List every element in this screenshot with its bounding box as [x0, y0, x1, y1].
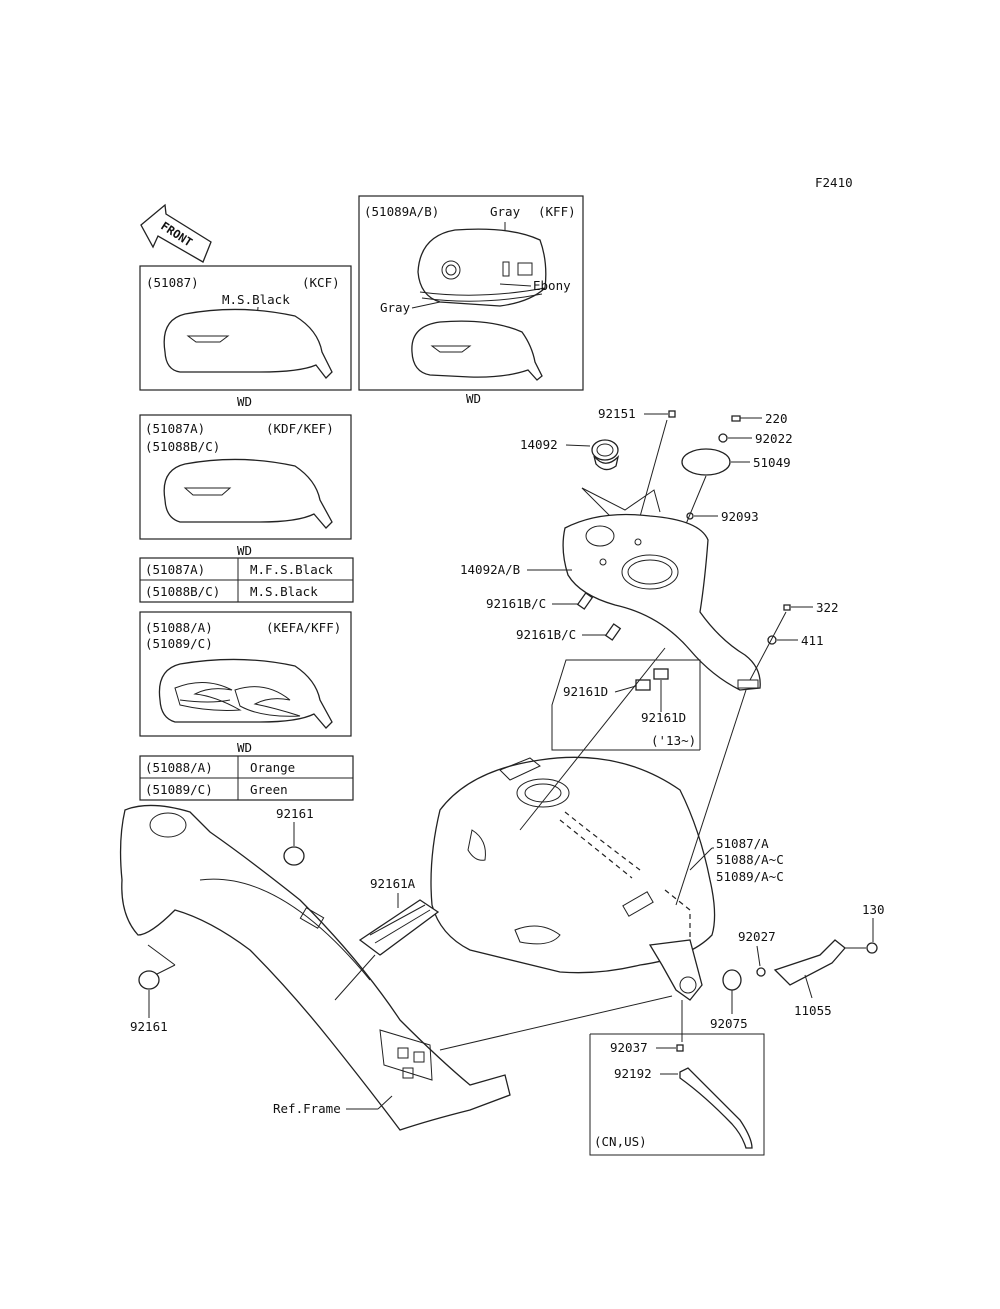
part-51049	[681, 448, 731, 476]
label-11055: 11055	[794, 1003, 832, 1018]
label-92161a: 92161A	[370, 876, 416, 891]
label-92161d-1: 92161D	[563, 684, 608, 699]
part-130	[866, 942, 878, 954]
kff-wd: WD	[466, 391, 481, 406]
part-92161bc-2	[604, 623, 622, 641]
kdf-code2: (51088B/C)	[145, 439, 220, 454]
variant-box-kefa: (51088/A) (51089/C) (KEFA/KFF) WD	[139, 611, 352, 755]
kdf-code1: (51087A)	[145, 421, 205, 436]
label-322: 322	[816, 600, 839, 615]
part-92161-bottom	[138, 970, 160, 990]
kff-gray-top: Gray	[490, 204, 521, 219]
kff-tank-top-illustration	[417, 228, 547, 307]
part-220	[731, 415, 741, 422]
kff-gray-bottom: Gray	[380, 300, 411, 315]
kdf-model: (KDF/KEF)	[266, 421, 334, 436]
label-51049: 51049	[753, 455, 791, 470]
part-14092ab-console	[562, 513, 761, 691]
label-14092ab: 14092A/B	[460, 562, 520, 577]
label-ref-frame: Ref.Frame	[273, 1101, 341, 1116]
tank-mount-bracket	[648, 939, 703, 1001]
label-92093: 92093	[721, 509, 759, 524]
label-92161-top: 92161	[276, 806, 314, 821]
part-92022	[718, 433, 728, 443]
label-92161bc-2: 92161B/C	[516, 627, 576, 642]
kff-model: (KFF)	[538, 204, 576, 219]
variant-box-kff: (51089A/B) Gray (KFF) Ebony Gray WD	[358, 195, 584, 406]
label-92161-bottom: 92161	[130, 1019, 168, 1034]
kff-code: (51089A/B)	[364, 204, 439, 219]
kefa-code1: (51088/A)	[145, 620, 213, 635]
part-92161-top	[283, 846, 305, 866]
label-220: 220	[765, 411, 788, 426]
kff-ebony: Ebony	[533, 278, 571, 293]
kcf-model: (KCF)	[302, 275, 340, 290]
kcf-color: M.S.Black	[222, 292, 290, 307]
part-92161a	[358, 899, 440, 956]
kdf-tank-illustration	[163, 458, 333, 529]
label-92027: 92027	[738, 929, 776, 944]
kcf-tank-illustration	[163, 308, 333, 379]
label-92161bc-1: 92161B/C	[486, 596, 546, 611]
variant-box-kdf: (51087A) (51088B/C) (KDF/KEF) WD	[139, 414, 352, 558]
motorcycle-frame	[119, 804, 511, 1131]
part-92151	[668, 410, 676, 418]
kdf-color-table: (51087A) M.F.S.Black (51088B/C) M.S.Blac…	[139, 557, 354, 603]
kefa-table-code-2: (51089/C)	[145, 782, 213, 797]
kefa-tank-illustration	[158, 658, 333, 729]
part-fuel-tank	[430, 756, 716, 974]
part-322	[783, 604, 791, 611]
kcf-wd: WD	[237, 394, 252, 409]
label-51087a: 51087/A	[716, 836, 769, 851]
kdf-table-code-1: (51087A)	[145, 562, 205, 577]
kcf-code: (51087)	[146, 275, 199, 290]
kdf-table-color-1: M.F.S.Black	[250, 562, 333, 577]
kefa-table-color-2: Green	[250, 782, 288, 797]
figure-code: F2410	[815, 175, 853, 190]
part-92037	[676, 1044, 684, 1052]
label-51088ac: 51088/A~C	[716, 852, 784, 867]
label-92192: 92192	[614, 1066, 652, 1081]
kdf-wd: WD	[237, 543, 252, 558]
kefa-wd: WD	[237, 740, 252, 755]
kefa-model: (KEFA/KFF)	[266, 620, 341, 635]
label-92075: 92075	[710, 1016, 748, 1031]
kefa-color-table: (51088/A) Orange (51089/C) Green	[139, 755, 354, 801]
label-92022: 92022	[755, 431, 793, 446]
front-arrow-icon: FRONT	[140, 203, 212, 263]
label-14092: 14092	[520, 437, 558, 452]
label-13: ('13~)	[651, 733, 696, 748]
kff-tank-bottom-illustration	[411, 320, 543, 381]
label-411: 411	[801, 633, 824, 648]
part-92027	[756, 967, 766, 977]
part-92161bc-1	[576, 592, 594, 610]
label-51089ac: 51089/A~C	[716, 869, 784, 884]
label-92151: 92151	[598, 406, 636, 421]
label-130: 130	[862, 902, 885, 917]
part-92192-hose	[679, 1067, 753, 1149]
part-92161d-2	[653, 668, 669, 680]
label-cnus: (CN,US)	[594, 1134, 647, 1149]
kefa-table-color-1: Orange	[250, 760, 295, 775]
kefa-table-code-1: (51088/A)	[145, 760, 213, 775]
variant-box-kcf: (51087) (KCF) M.S.Black WD	[139, 265, 352, 409]
part-14092-cap	[591, 439, 619, 461]
label-92037: 92037	[610, 1040, 648, 1055]
label-92161d-2: 92161D	[641, 710, 686, 725]
kefa-code2: (51089/C)	[145, 636, 213, 651]
part-92075	[722, 969, 742, 991]
kdf-table-code-2: (51088B/C)	[145, 584, 220, 599]
kdf-table-color-2: M.S.Black	[250, 584, 318, 599]
part-11055	[773, 939, 846, 986]
